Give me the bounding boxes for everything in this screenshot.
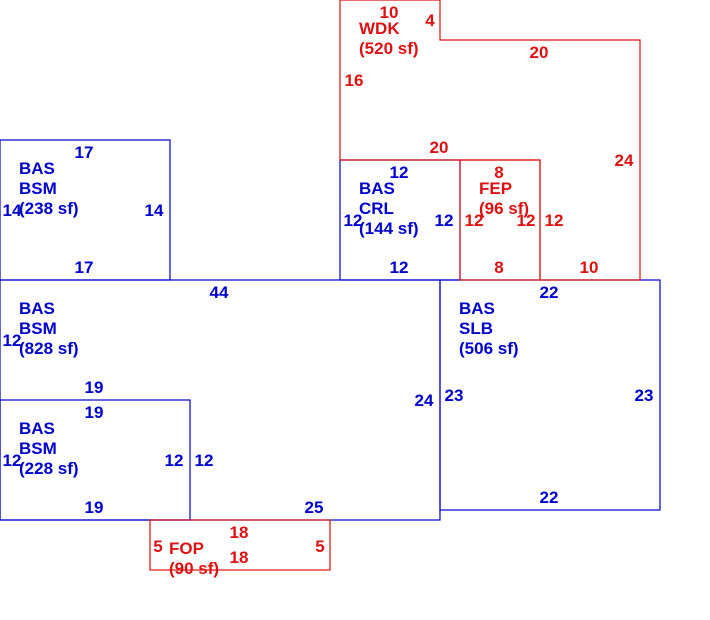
dim-bsm-lower-bottom: 19	[85, 498, 104, 517]
dim-slb-bottom: 22	[540, 488, 559, 507]
bsm-lower-outline	[0, 399, 191, 521]
dim-wdk-notch: 4	[425, 11, 435, 30]
wdk-outline	[339, 0, 641, 281]
dim-bsm-main-top: 44	[210, 283, 229, 302]
area-label-bsm-main-code: BSM	[19, 319, 57, 338]
dim-wdk-top: 10	[380, 3, 399, 22]
dim-bsm-main-bottom: 25	[305, 498, 324, 517]
area-label-slb-size: (506 sf)	[459, 339, 519, 358]
dim-bsm-main-inner: 19	[85, 378, 104, 397]
area-label-slb-type: BAS	[459, 299, 495, 318]
dim-bsm-lower-right-outer: 12	[195, 451, 214, 470]
dim-crl-right: 12	[435, 211, 454, 230]
dim-fop-bottom: 18	[230, 548, 249, 567]
dim-fop-top: 18	[230, 523, 249, 542]
dim-fep-right-inner: 12	[517, 211, 536, 230]
dim-bsm-lower-top: 19	[85, 403, 104, 422]
fop-outline	[149, 519, 331, 571]
dim-fep-right-outer: 12	[545, 211, 564, 230]
dim-bsm-top-left: 14	[3, 201, 22, 220]
dim-crl-top: 12	[390, 163, 409, 182]
dim-fop-right: 5	[315, 537, 324, 556]
area-label-wdk-code: WDK	[359, 19, 400, 38]
dim-fep-top: 8	[494, 163, 503, 182]
dim-crl-left: 12	[344, 211, 363, 230]
dim-bsm-main-right: 24	[415, 391, 434, 410]
area-label-bsm-lower-code: BSM	[19, 439, 57, 458]
dim-bsm-lower-right-inner: 12	[165, 451, 184, 470]
area-label-bsm-top-size: (238 sf)	[19, 199, 79, 218]
area-label-fep-code: FEP	[479, 179, 512, 198]
dim-wdk-right: 24	[615, 151, 634, 170]
area-label-fop-size: (90 sf)	[169, 559, 219, 578]
area-label-fop-code: FOP	[169, 539, 204, 558]
dim-fep-bottom: 8	[494, 258, 503, 277]
area-label-slb-code: SLB	[459, 319, 493, 338]
area-label-bsm-top-type: BAS	[19, 159, 55, 178]
dim-bsm-top-right: 14	[145, 201, 164, 220]
area-label-fep-size: (96 sf)	[479, 199, 529, 218]
dim-bsm-lower-left: 12	[3, 451, 22, 470]
dim-wdk-bottom: 10	[580, 258, 599, 277]
dim-wdk-left: 16	[345, 71, 364, 90]
dim-wdk-step: 20	[530, 43, 549, 62]
dim-fep-left: 12	[465, 211, 484, 230]
area-label-bsm-lower-type: BAS	[19, 419, 55, 438]
dim-bsm-main-left: 12	[3, 331, 22, 350]
dim-crl-bottom: 12	[390, 258, 409, 277]
area-label-bsm-main-type: BAS	[19, 299, 55, 318]
dim-fop-left: 5	[153, 537, 162, 556]
dim-bsm-top-bottom: 17	[75, 258, 94, 277]
dim-slb-right: 23	[635, 386, 654, 405]
fep-outline	[459, 159, 541, 281]
area-label-crl-size: (144 sf)	[359, 219, 419, 238]
area-label-bsm-top-code: BSM	[19, 179, 57, 198]
area-label-crl-code: CRL	[359, 199, 394, 218]
area-label-crl-type: BAS	[359, 179, 395, 198]
area-label-wdk-size: (520 sf)	[359, 39, 419, 58]
area-label-bsm-main-size: (828 sf)	[19, 339, 79, 358]
dim-bsm-top-top: 17	[75, 143, 94, 162]
area-label-bsm-lower-size: (228 sf)	[19, 459, 79, 478]
dim-wdk-inner-top: 20	[430, 138, 449, 157]
dim-slb-top: 22	[540, 283, 559, 302]
dim-slb-left: 23	[445, 386, 464, 405]
